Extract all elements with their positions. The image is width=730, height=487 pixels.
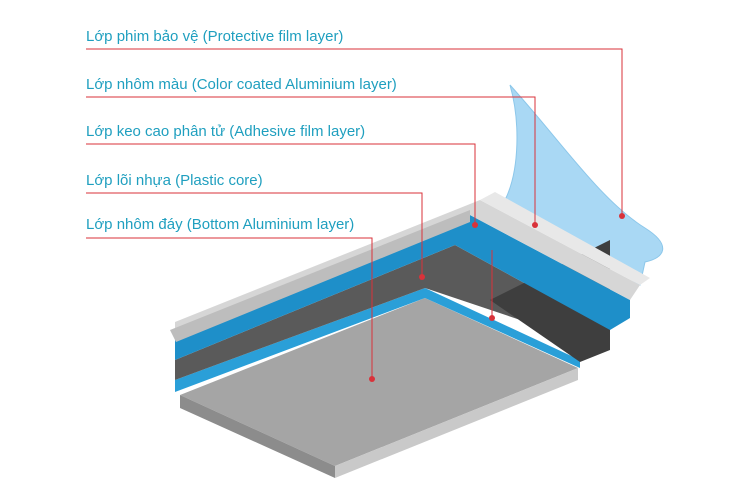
leader-line-adhesive xyxy=(86,143,476,224)
leader-dot-protective-film xyxy=(619,213,625,219)
label-adhesive-film-layer: Lớp keo cao phân tử (Adhesive film layer… xyxy=(86,123,366,140)
bottom-aluminium-side-face xyxy=(180,395,335,478)
leader-line-protective-film xyxy=(86,48,623,214)
protective-film-sheet xyxy=(504,84,664,286)
label-protective-film-layer: Lớp phim bảo vệ (Protective film layer) xyxy=(86,28,344,45)
leader-dot-lower-adhesive xyxy=(489,315,495,321)
bottom-aluminium-front-face xyxy=(335,368,578,478)
bottom-aluminium-top-face xyxy=(180,298,578,466)
leader-line-plastic-core xyxy=(86,192,423,275)
leader-dots xyxy=(369,213,625,382)
plastic-core-top xyxy=(175,245,610,380)
upper-adhesive-strip xyxy=(175,215,630,360)
lower-adhesive-strip xyxy=(175,288,580,392)
color-aluminium-top xyxy=(175,200,640,340)
label-color-coated-aluminium-layer: Lớp nhôm màu (Color coated Aluminium lay… xyxy=(86,76,397,93)
leader-dot-color-aluminium xyxy=(532,222,538,228)
leader-lines xyxy=(86,48,623,377)
color-aluminium-edge xyxy=(480,192,650,285)
leader-dot-plastic-core xyxy=(419,274,425,280)
panel-top-surface xyxy=(170,210,470,342)
label-plastic-core: Lớp lõi nhựa (Plastic core) xyxy=(86,172,263,189)
leader-line-color-aluminium xyxy=(86,96,536,223)
label-bottom-aluminium-layer: Lớp nhôm đáy (Bottom Aluminium layer) xyxy=(86,216,355,233)
leader-dot-adhesive xyxy=(472,222,478,228)
leader-dot-bottom-aluminium xyxy=(369,376,375,382)
leader-line-bottom-aluminium xyxy=(86,237,373,377)
